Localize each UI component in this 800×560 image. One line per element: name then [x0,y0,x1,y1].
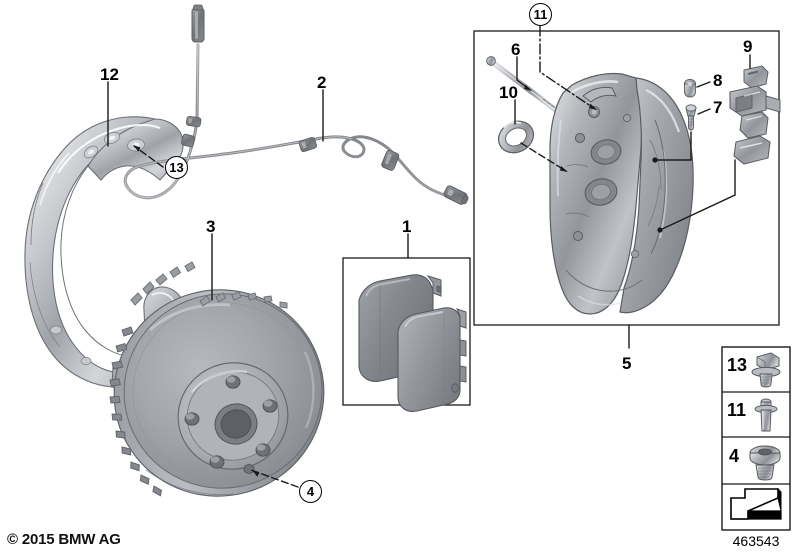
leader-7 [697,108,711,115]
caliper-seal-ring [498,120,534,154]
leader-dot-bleeder [652,157,658,163]
arrow-seal [560,166,568,172]
arrow-shield-dimple [133,145,141,152]
legend-bolt-13 [751,352,781,388]
callout-12: 12 [100,65,119,84]
legend-number-4: 4 [729,446,740,466]
callout-9: 9 [743,37,753,56]
callout-6: 6 [511,40,521,59]
leader-bleeder-mount [654,131,692,161]
bleeder-screw [685,104,697,131]
bleeder-valve-cap [683,78,697,98]
brake-caliper-housing [549,72,694,315]
leader-11 [539,25,596,110]
callout-13-shield: 13 [165,156,188,179]
leader-dot-spring [657,227,663,233]
callout-3: 3 [206,217,216,236]
arrow-disc-screw [252,470,260,477]
leader-10-target [520,142,567,172]
callout-2: 2 [317,73,327,92]
callout-10: 10 [499,83,518,102]
brake-pad-set [358,274,467,412]
legend-box [721,346,791,531]
callout-1: 1 [402,217,412,236]
callout-4-disc: 4 [299,480,322,503]
callout-8: 8 [713,71,723,90]
pad-retaining-spring [729,65,781,165]
leader-13 [133,145,164,168]
legend-bolt-11 [754,398,778,432]
arrow-caliper-bolt [589,103,597,110]
callout-5: 5 [622,354,632,373]
driving-direction-arrow-icon [730,487,782,520]
arrow-guide-pin [524,84,532,91]
brake-pad-wear-sensor [123,4,469,205]
leader-8 [696,81,711,88]
leader-spring-mount [659,159,736,231]
callout-7: 7 [713,98,723,117]
leader-arrowheads [133,84,663,477]
brake-caliper-assembly-box [473,30,780,326]
callout-11-caliper: 11 [529,3,552,26]
legend-bolt-4 [749,445,781,481]
legend-number-11: 11 [727,400,747,420]
copyright-notice: © 2015 BMW AG [7,531,121,548]
diagram-number: 463543 [732,533,780,549]
brake-disc [109,261,325,497]
legend-number-13: 13 [727,355,748,375]
